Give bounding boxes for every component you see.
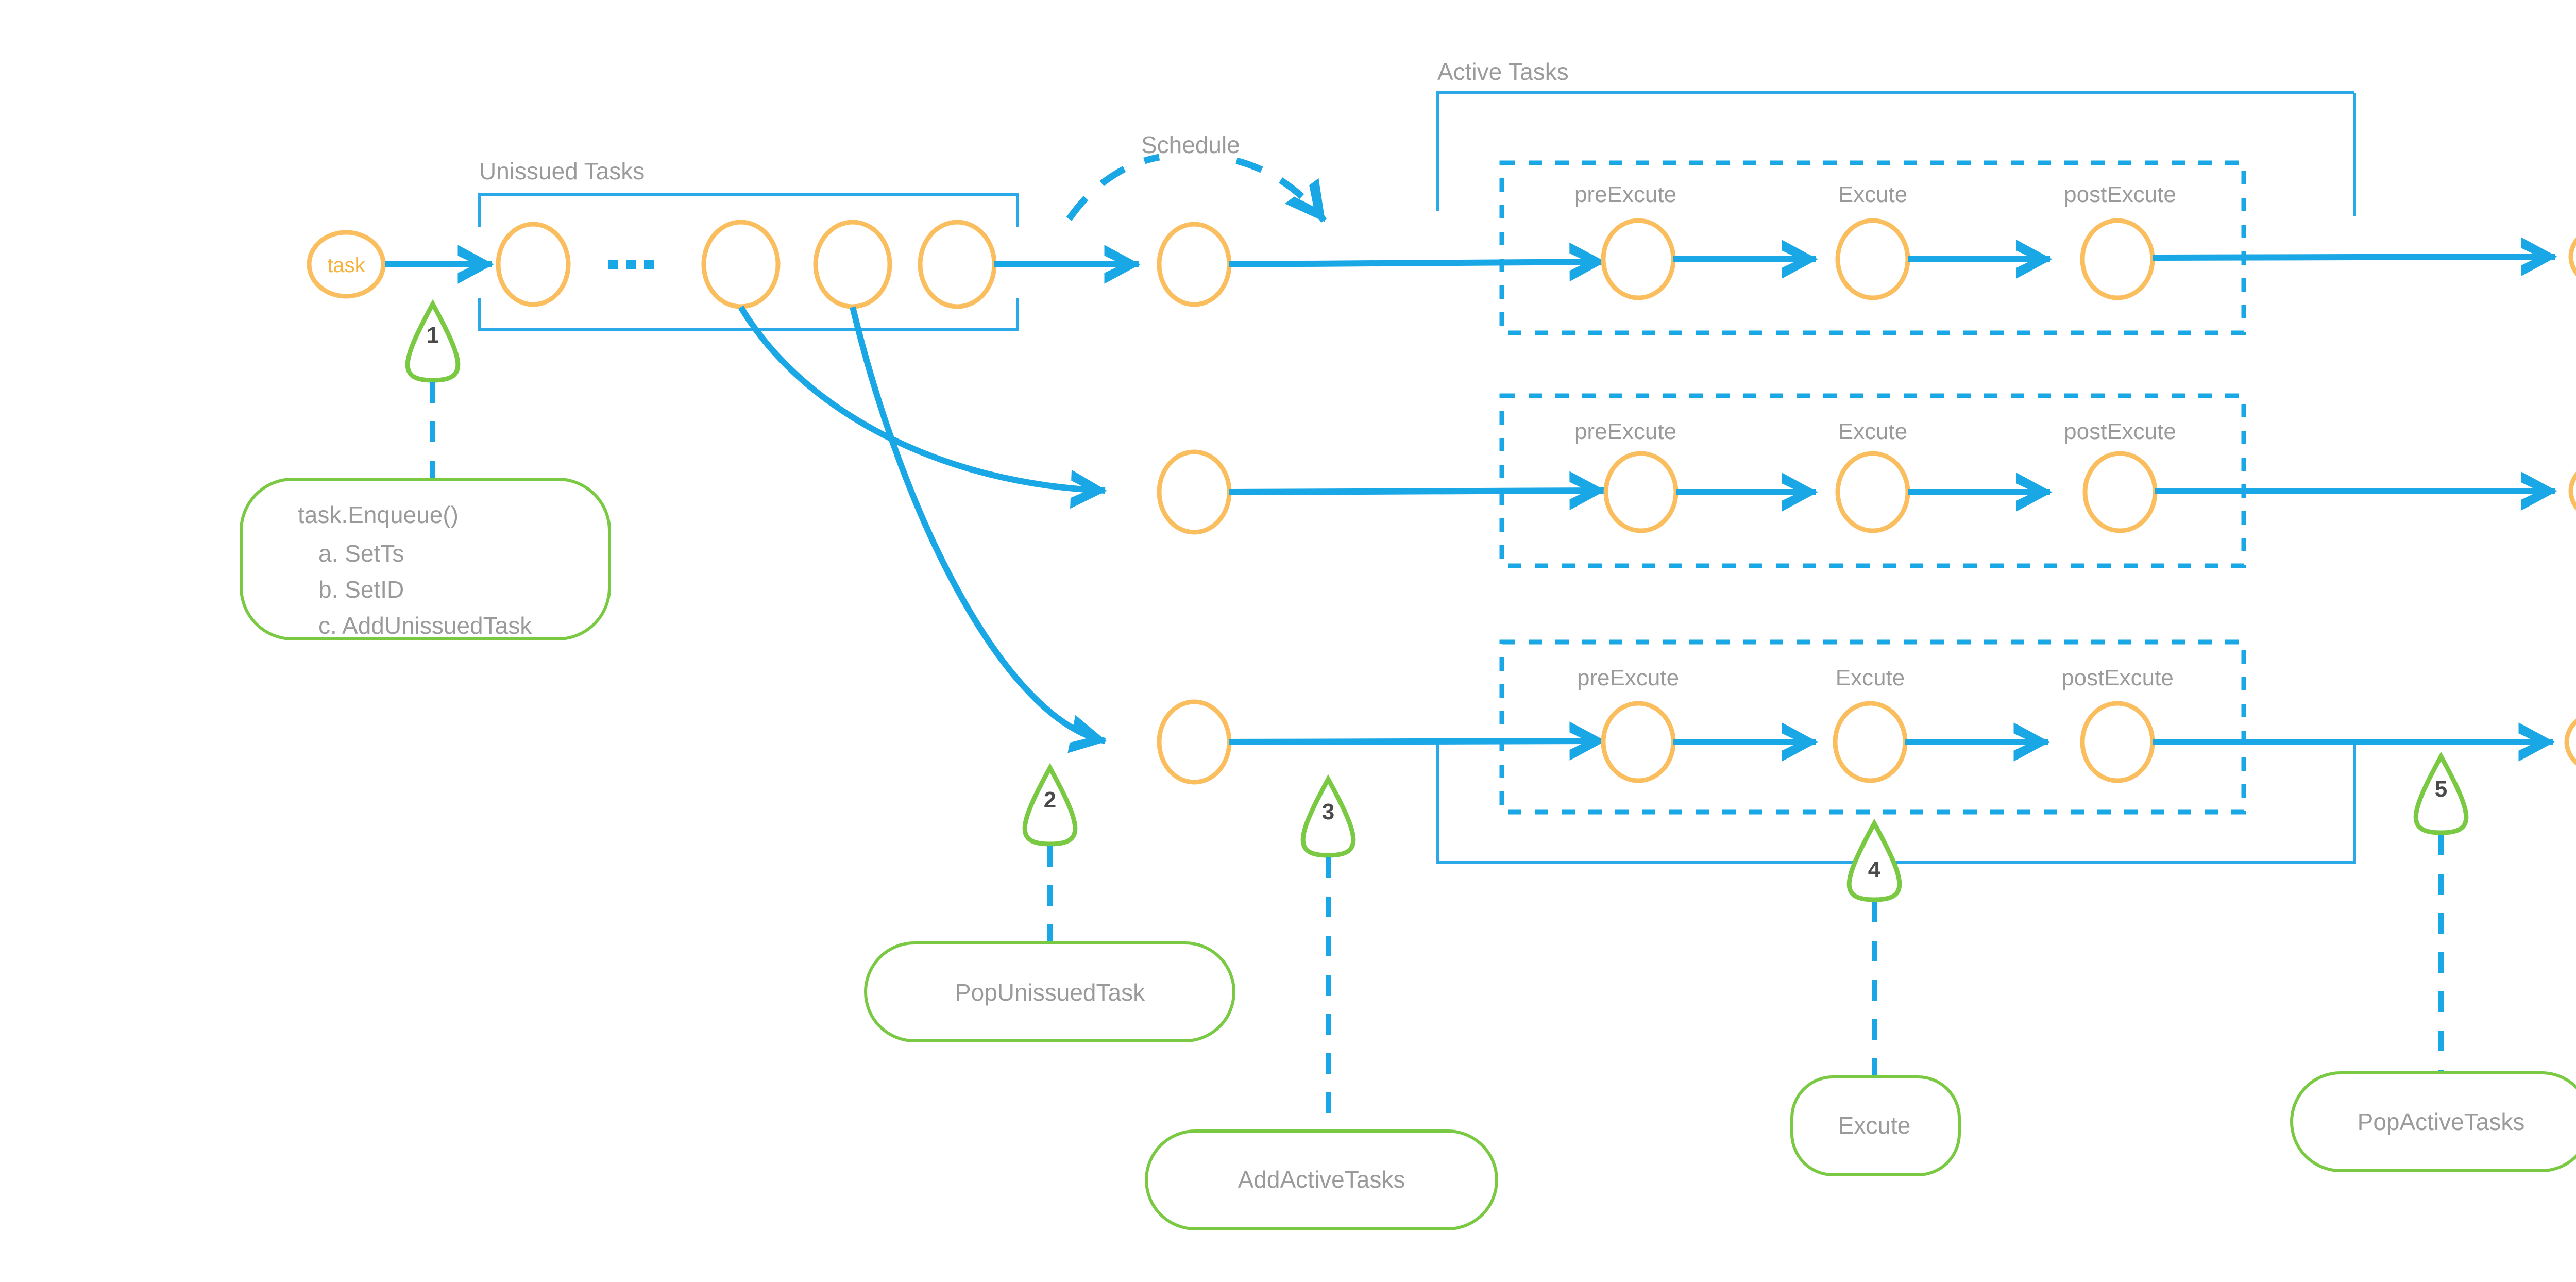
flow-schedule-to-pre-2 [1229,471,1606,511]
stage-label-exec-row2: Excute [1838,419,1908,444]
stage-label-post-row1: postExcute [2064,182,2176,207]
scheduled-node-row3[interactable] [1157,699,1232,785]
stage-node-exec-row2[interactable] [1835,451,1910,533]
active-tasks-label: Active Tasks [1437,58,1569,85]
callout-pop-active[interactable] [2290,1071,2576,1172]
flow-queue-to-schedule-2 [738,305,1107,509]
marker-number-1: 1 [427,323,439,348]
marker-pin-2[interactable] [1022,763,1078,847]
schedule-curve-left [1066,154,1160,221]
ellipsis-dot-1 [608,260,618,269]
callout-pop-active-label: PopActiveTasks [2358,1108,2525,1135]
stage-label-post-row3: postExcute [2061,665,2174,690]
stage-node-pre-row3[interactable] [1601,701,1676,783]
active-tasks-bracket-top [1436,91,2354,211]
stage-node-pre-row2[interactable] [1603,451,1679,533]
stage-node-post-row3[interactable] [2080,701,2155,783]
stage-label-pre-row2: preExcute [1574,419,1676,444]
schedule-label: Schedule [1141,131,1240,158]
flow-post-to-done-row1 [2152,237,2557,276]
ellipsis-dot-2 [626,260,636,269]
completed-node-row2[interactable] [2568,459,2576,523]
flow-queue-to-schedule-3 [850,306,1107,753]
callout-add-active-label: AddActiveTasks [1238,1166,1405,1193]
stage-node-post-row1[interactable] [2080,218,2155,300]
schedule-curve-right [1235,157,1327,223]
stage-node-pre-row1[interactable] [1601,218,1676,300]
completed-node-row1[interactable] [2568,225,2576,289]
marker-number-2: 2 [1044,787,1056,813]
callout-enqueue-b: b. SetID [318,576,404,603]
unissued-node-3[interactable] [813,220,892,309]
marker-pin-4[interactable] [1846,818,1902,902]
unissued-node-4[interactable] [918,220,997,309]
callout-enqueue-title: task.Enqueue() [298,501,459,528]
stage-label-pre-row3: preExcute [1577,665,1679,690]
stage-label-exec-row1: Excute [1838,182,1908,207]
scheduled-node-row2[interactable] [1157,449,1232,535]
marker-pin-3[interactable] [1300,774,1356,858]
completed-node-row3[interactable] [2564,710,2576,774]
callout-enqueue-c: c. AddUnissuedTask [318,612,532,639]
callout-pop-unissued[interactable] [864,941,1235,1042]
stage-label-post-row2: postExcute [2064,419,2176,444]
callout-execute[interactable] [1790,1075,1961,1176]
stage-node-post-row2[interactable] [2082,451,2158,533]
stage-node-exec-row1[interactable] [1835,218,1910,300]
marker-pin-5[interactable] [2413,751,2469,835]
callout-add-active[interactable] [1145,1129,1498,1230]
unissued-tasks-label: Unissued Tasks [479,158,645,184]
callout-enqueue[interactable] [240,478,611,640]
unissued-tasks-bracket-top [478,193,1019,227]
task-source-node[interactable] [307,230,386,299]
marker-number-5: 5 [2435,777,2447,802]
stage-node-exec-row3[interactable] [1833,701,1908,783]
callout-execute-label: Excute [1838,1112,1911,1139]
scheduled-node-row1[interactable] [1157,222,1232,307]
unissued-node-2[interactable] [701,220,781,309]
callout-pop-unissued-label: PopUnissuedTask [955,979,1145,1006]
marker-pin-1[interactable] [405,299,461,383]
flow-schedule-to-pre-1 [1229,242,1606,282]
unissued-tasks-bracket-bottom [478,298,1019,331]
callout-enqueue-a: a. SetTs [318,540,404,567]
flow-schedule-to-pre-3 [1229,721,1606,761]
marker-number-4: 4 [1868,857,1881,882]
ellipsis-dot-3 [644,260,654,269]
task-source-label: task [327,254,365,277]
stage-label-exec-row3: Excute [1836,665,1905,690]
unissued-node-1[interactable] [496,222,571,307]
marker-number-3: 3 [1322,799,1334,824]
stage-label-pre-row1: preExcute [1574,182,1676,207]
